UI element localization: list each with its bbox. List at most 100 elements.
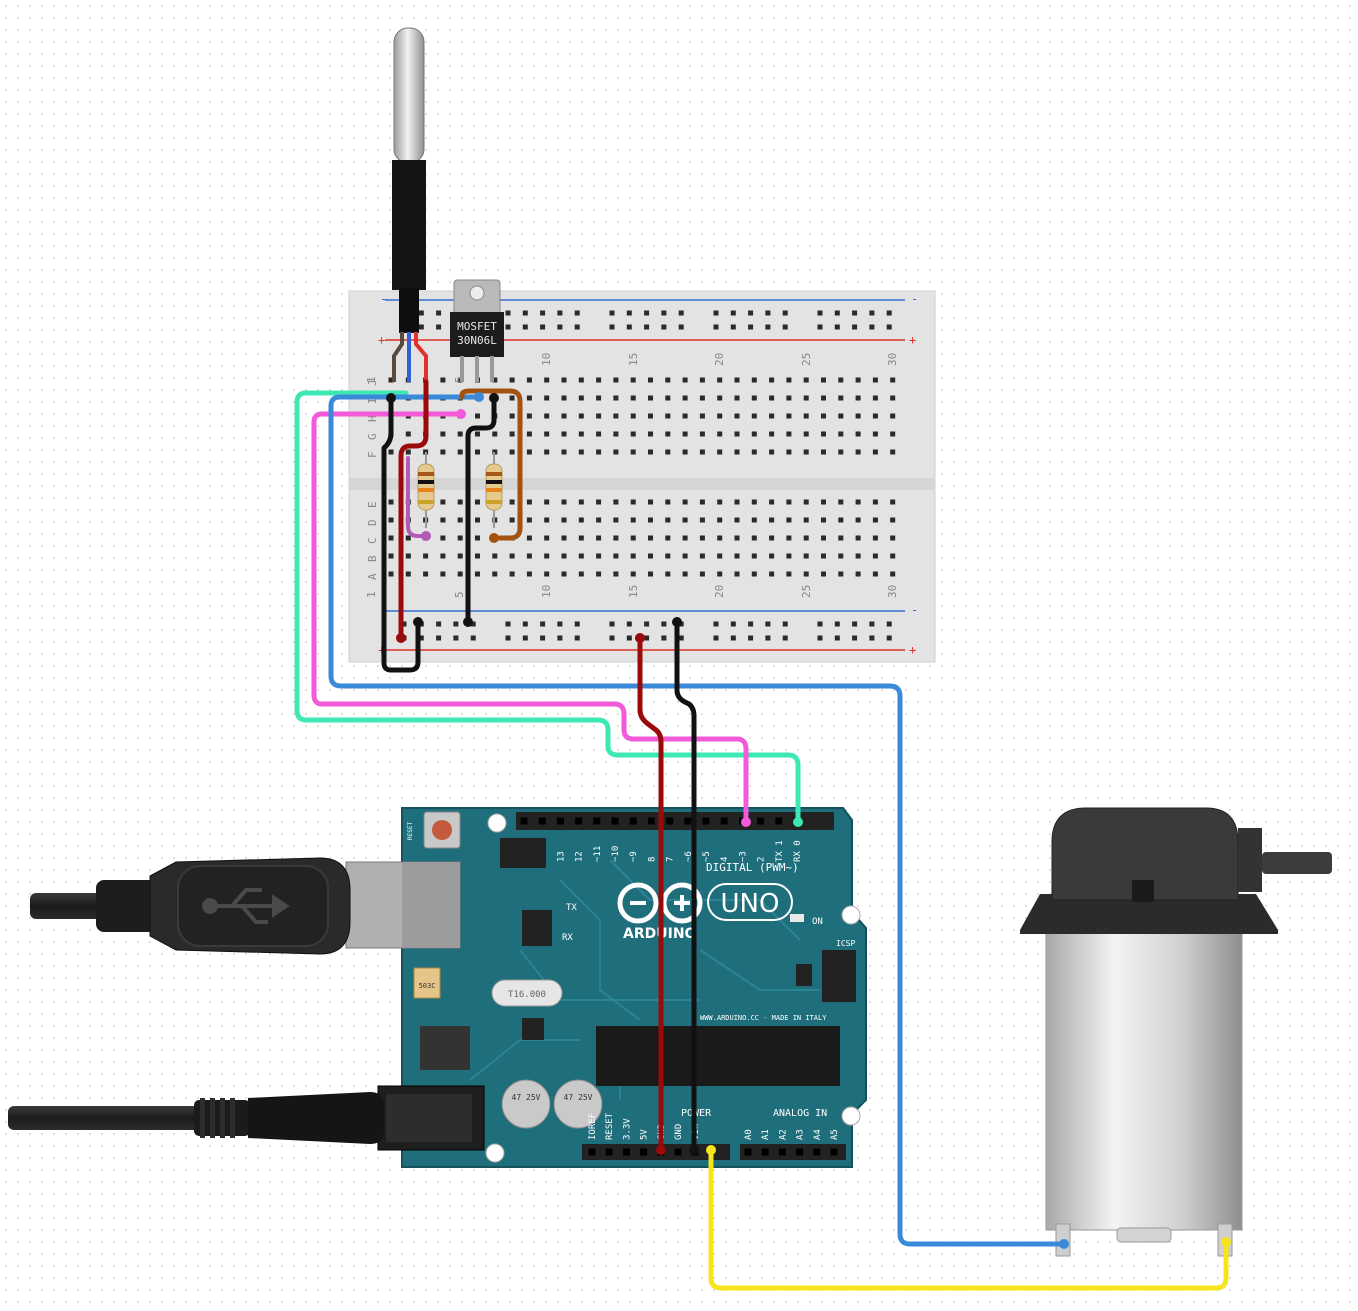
- power-cable: [8, 1092, 384, 1144]
- breadboard-hole: [626, 310, 632, 316]
- breadboard-hole: [717, 499, 723, 505]
- breadboard-hole: [648, 553, 653, 559]
- breadboard-hole: [544, 571, 550, 577]
- usb-cable: [30, 857, 351, 955]
- breadboard-hole: [509, 449, 515, 455]
- digital-pin-label: ~10: [611, 846, 621, 862]
- breadboard-hole: [596, 517, 602, 523]
- breadboard-hole: [440, 553, 446, 559]
- breadboard-hole: [699, 377, 705, 383]
- breadboard-hole: [475, 571, 480, 577]
- breadboard-hole: [890, 431, 896, 437]
- header-pin: [674, 1148, 682, 1156]
- breadboard-hole: [440, 377, 446, 383]
- breadboard-hole: [578, 413, 584, 419]
- breadboard-hole: [682, 431, 688, 437]
- breadboard-hole: [526, 395, 532, 401]
- column-number: 30: [886, 585, 899, 598]
- breadboard-hole: [890, 413, 896, 419]
- breadboard-hole: [561, 413, 567, 419]
- breadboard-hole: [522, 324, 528, 330]
- row-letter: E: [366, 501, 379, 508]
- fuse-label: 503C: [419, 982, 436, 990]
- breadboard-hole: [748, 621, 754, 627]
- breadboard-hole: [544, 395, 550, 401]
- breadboard-hole: [544, 449, 550, 455]
- breadboard-hole: [388, 377, 394, 383]
- breadboard-hole: [855, 535, 861, 541]
- crystal-label: T16.000: [508, 990, 546, 1000]
- breadboard-hole: [648, 395, 653, 401]
- breadboard-hole: [734, 517, 740, 523]
- breadboard-hole: [821, 395, 826, 401]
- breadboard-hole: [855, 431, 861, 437]
- breadboard-hole: [630, 377, 636, 383]
- breadboard-hole: [699, 535, 705, 541]
- breadboard-hole: [855, 571, 861, 577]
- breadboard-hole: [509, 517, 515, 523]
- digital-pin-label: 2: [757, 857, 767, 862]
- arduino-logo: [617, 882, 703, 924]
- breadboard-hole: [869, 621, 875, 627]
- breadboard-hole: [665, 517, 671, 523]
- header-pin: [757, 817, 765, 825]
- breadboard-hole: [644, 324, 650, 330]
- breadboard-hole: [644, 310, 650, 316]
- breadboard-hole: [665, 395, 671, 401]
- breadboard-hole: [457, 553, 463, 559]
- bottom-pin-label: A0: [744, 1129, 754, 1140]
- breadboard-hole: [609, 621, 615, 627]
- breadboard-hole: [457, 535, 463, 541]
- breadboard-hole: [526, 535, 532, 541]
- breadboard-hole: [644, 621, 650, 627]
- reset-button[interactable]: [423, 811, 461, 849]
- breadboard-hole: [526, 413, 532, 419]
- breadboard-hole: [765, 635, 771, 641]
- breadboard-hole: [509, 553, 515, 559]
- breadboard-hole: [388, 499, 394, 505]
- breadboard-hole: [890, 377, 896, 383]
- breadboard-hole: [561, 449, 567, 455]
- breadboard-hole: [821, 431, 826, 437]
- breadboard-hole: [748, 310, 754, 316]
- breadboard-hole: [526, 517, 532, 523]
- breadboard-hole: [596, 377, 602, 383]
- breadboard-hole: [440, 431, 446, 437]
- breadboard-hole: [561, 553, 567, 559]
- column-number: 5: [453, 591, 466, 598]
- breadboard-hole: [838, 571, 844, 577]
- breadboard-hole: [786, 517, 792, 523]
- column-number: 15: [627, 585, 640, 598]
- breadboard-hole: [786, 535, 792, 541]
- breadboard-hole: [492, 571, 498, 577]
- breadboard-hole: [475, 431, 480, 437]
- breadboard-hole: [821, 377, 826, 383]
- reset-label: RESET: [407, 822, 414, 840]
- capacitor: 47 25V: [553, 1079, 603, 1129]
- breadboard-hole: [748, 324, 754, 330]
- wire-brown: [459, 388, 523, 541]
- breadboard-hole: [682, 517, 688, 523]
- breadboard-hole: [782, 310, 788, 316]
- breadboard-hole: [734, 377, 740, 383]
- breadboard-hole: [852, 310, 858, 316]
- breadboard-hole: [682, 395, 688, 401]
- breadboard-hole: [401, 621, 407, 627]
- breadboard-hole: [682, 449, 688, 455]
- breadboard-hole: [872, 413, 878, 419]
- wire-purple: [406, 456, 428, 538]
- breadboard-hole: [526, 377, 532, 383]
- breadboard-hole: [440, 535, 446, 541]
- bottom-pin-label: A3: [796, 1129, 806, 1140]
- breadboard-hole: [661, 310, 667, 316]
- breadboard-hole: [717, 449, 723, 455]
- breadboard-hole: [838, 499, 844, 505]
- breadboard-hole: [418, 310, 424, 316]
- breadboard-hole: [630, 517, 636, 523]
- breadboard-hole: [821, 449, 826, 455]
- breadboard-hole: [855, 377, 861, 383]
- row-letter: I: [366, 397, 379, 404]
- breadboard-hole: [388, 571, 394, 577]
- breadboard-hole: [751, 535, 757, 541]
